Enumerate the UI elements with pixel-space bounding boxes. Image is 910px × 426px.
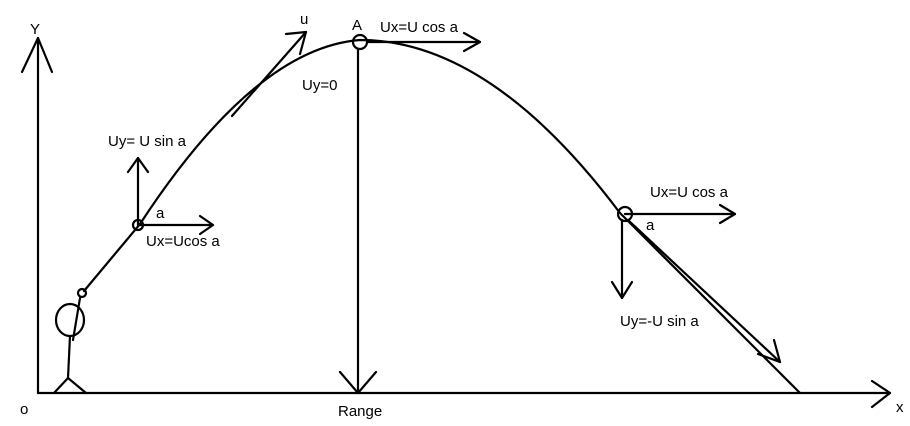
right-velocity-arrowhead xyxy=(756,338,782,364)
top-ux-arrowhead xyxy=(462,31,482,53)
thrower-head xyxy=(54,302,86,338)
y-axis-label: Y xyxy=(30,21,40,38)
thrower-left-leg xyxy=(52,376,70,395)
left-uy-label: Uy= U sin a xyxy=(108,133,187,150)
right-angle-label: a xyxy=(646,217,655,234)
trajectory-curve xyxy=(82,38,802,395)
ball xyxy=(76,287,88,299)
top-ux-label: Ux=U cos a xyxy=(380,19,459,36)
right-velocity-arrow xyxy=(626,218,782,364)
left-angle-label: a xyxy=(156,205,165,222)
right-ux-arrowhead xyxy=(718,203,737,225)
y-axis-arrowhead xyxy=(20,36,54,74)
top-uy-label: Uy=0 xyxy=(302,77,337,94)
velocity-u-label: u xyxy=(300,11,308,28)
x-axis-arrowhead xyxy=(870,379,892,409)
velocity-u-arrowhead xyxy=(284,30,308,56)
left-uy-arrowhead xyxy=(126,156,150,174)
velocity-u-arrow xyxy=(230,30,308,118)
x-axis-label: x xyxy=(896,399,904,416)
range-label: Range xyxy=(338,403,382,420)
thrower-right-leg xyxy=(66,376,88,395)
right-ux-label: Ux=U cos a xyxy=(650,184,729,201)
right-uy-label: Uy=-U sin a xyxy=(620,313,699,330)
left-ux-arrowhead xyxy=(198,214,215,236)
left-ux-label: Ux=Ucos a xyxy=(146,233,220,250)
range-line-arrowhead xyxy=(338,370,378,395)
right-uy-arrowhead xyxy=(610,280,634,300)
origin-label: o xyxy=(20,401,28,418)
thrower-body xyxy=(66,334,72,380)
thrower-arm xyxy=(71,296,82,342)
top-point-marker xyxy=(351,33,369,51)
top-point-label: A xyxy=(352,17,362,34)
thrower-figure xyxy=(52,287,88,395)
